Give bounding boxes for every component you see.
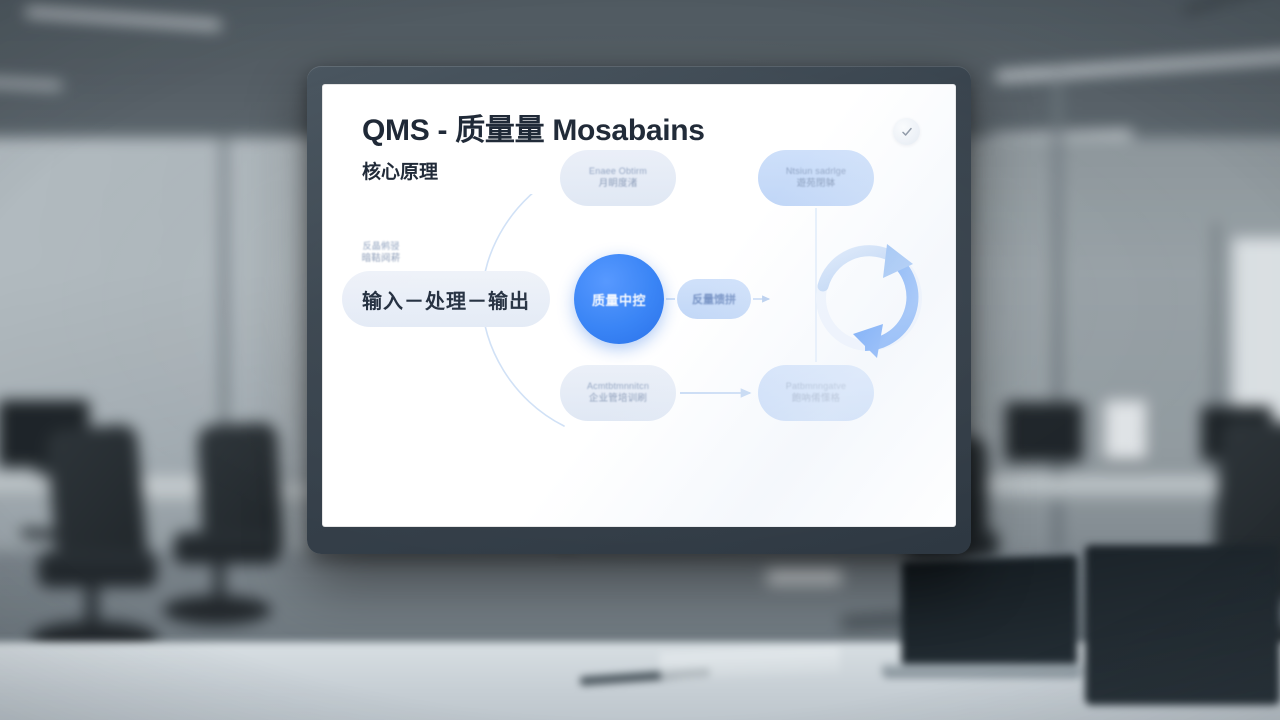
node-feedback[interactable]: 反量馈拼 <box>677 279 751 319</box>
node-bottom-left[interactable]: Acmtbtmnnitcn 企业管培训刷 <box>560 365 676 421</box>
office-chair-seat <box>173 531 280 564</box>
node-bottom-right[interactable]: Patbmnngatve 飽吶倄憡格 <box>758 365 874 421</box>
node-label-en: Patbmnngatve <box>785 381 847 392</box>
glass-mullion <box>1053 73 1062 594</box>
node-top-left[interactable]: Enaee Obtirm 月眀度渚 <box>560 150 676 206</box>
checkmark-icon <box>893 118 920 145</box>
slide-title: QMS - 质量量 Mosabains <box>362 114 705 147</box>
office-chair-post <box>213 561 225 609</box>
node-label-en: Ntsiun sadrlge <box>785 166 847 177</box>
monitor <box>1005 402 1083 461</box>
cycle-labels: 反晶鸺骎 暗鞊阋菥 <box>322 194 440 312</box>
node-label-cn: 遊苑閉躰 <box>796 177 836 189</box>
cycle-label-1: 反晶鸺骎 <box>362 241 400 252</box>
office-chair-seat <box>1207 563 1280 600</box>
office-chair-seat <box>37 550 157 587</box>
process-diagram: 输入－处理－输出 质量中控 反量馈拼 Enaee Obtirm 月眀度渚 <box>322 150 956 527</box>
node-label: 反量馈拼 <box>692 294 736 306</box>
slide-content: QMS - 质量量 Mosabains 核心原理 <box>322 84 956 527</box>
display-screen[interactable]: QMS - 质量量 Mosabains 核心原理 <box>322 84 956 527</box>
node-label-cn: 企业管培训刷 <box>588 392 648 404</box>
office-chair-back <box>1212 418 1280 584</box>
node-label: 质量中控 <box>591 292 646 308</box>
node-top-right[interactable]: Ntsiun sadrlge 遊苑閉躰 <box>758 150 874 206</box>
office-chair-base <box>30 620 158 657</box>
desk <box>979 476 1280 500</box>
glass-mullion <box>220 137 228 594</box>
floor <box>0 550 1280 720</box>
presentation-display[interactable]: QMS - 质量量 Mosabains 核心原理 <box>307 66 971 554</box>
node-improvement-cycle[interactable]: 反晶鸺骎 暗鞊阋菥 <box>322 194 440 312</box>
node-label-en: Enaee Obtirm <box>589 166 647 177</box>
cycle-label-2: 暗鞊阋菥 <box>361 252 401 264</box>
node-label-cn: 月眀度渚 <box>598 177 638 189</box>
node-label-en: Acmtbtmnnitcn <box>586 381 650 392</box>
node-quality-core[interactable]: 质量中控 <box>574 254 664 344</box>
node-label-cn: 飽吶倄憡格 <box>791 392 841 404</box>
monitor <box>1104 400 1147 460</box>
office-chair-base <box>163 595 272 625</box>
desk-object <box>767 567 842 585</box>
